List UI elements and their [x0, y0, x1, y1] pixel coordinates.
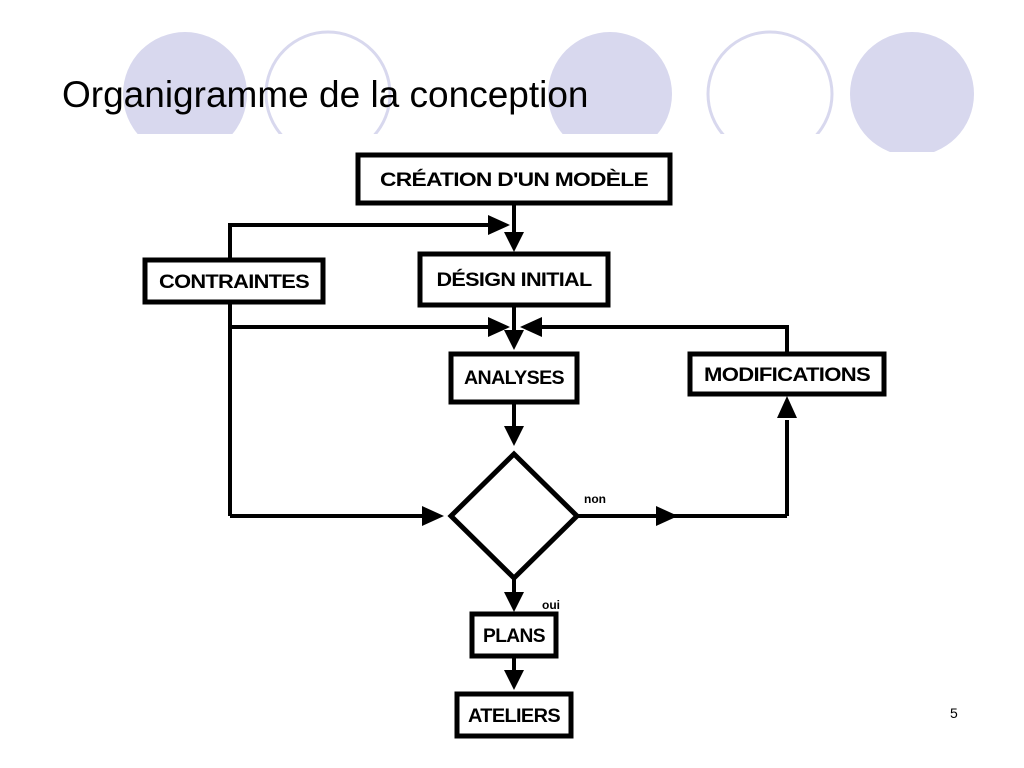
node-modifications: MODIFICATIONS: [687, 351, 887, 397]
node-plans-label: PLANS: [483, 626, 545, 647]
arrowhead: [504, 670, 524, 690]
header-decoration: [123, 30, 974, 152]
node-decision: [447, 450, 581, 582]
arrowhead: [504, 426, 524, 446]
node-modifications-label: MODIFICATIONS: [704, 365, 870, 386]
node-contraintes-label: CONTRAINTES: [159, 272, 309, 293]
decor-circle-outline-2: [706, 30, 834, 134]
decor-circle-filled-1: [123, 32, 247, 134]
node-plans: PLANS: [469, 611, 559, 659]
edge-yes-label: oui: [542, 598, 560, 612]
node-ateliers: ATELIERS: [454, 691, 574, 739]
page-number: 5: [950, 705, 958, 721]
edge-modifications-return: [540, 325, 789, 354]
decor-circle-filled-3: [850, 32, 974, 152]
node-design-initial-label: DÉSIGN INITIAL: [437, 269, 593, 291]
decor-circle-filled-2: [548, 32, 672, 134]
arrowhead: [504, 592, 524, 612]
arrowhead: [777, 396, 797, 418]
node-creation: CRÉATION D'UN MODÈLE: [355, 152, 673, 206]
decor-circle-outline-1: [264, 30, 392, 134]
node-design-initial: DÉSIGN INITIAL: [417, 251, 611, 308]
arrowhead: [422, 506, 444, 526]
node-creation-label: CRÉATION D'UN MODÈLE: [380, 169, 648, 191]
node-analyses-label: ANALYSES: [464, 368, 564, 389]
arrowhead: [504, 330, 524, 350]
edge-contraintes-feed-top: [228, 223, 490, 262]
arrowhead: [520, 317, 542, 337]
node-contraintes: CONTRAINTES: [142, 257, 326, 305]
arrowhead: [504, 232, 524, 252]
node-analyses: ANALYSES: [448, 351, 580, 405]
edge-no-label: non: [584, 492, 606, 506]
arrowhead: [488, 317, 510, 337]
slide-title: Organigramme de la conception: [62, 74, 589, 115]
arrowhead: [488, 215, 510, 235]
arrowhead: [656, 506, 678, 526]
node-ateliers-label: ATELIERS: [468, 706, 560, 727]
